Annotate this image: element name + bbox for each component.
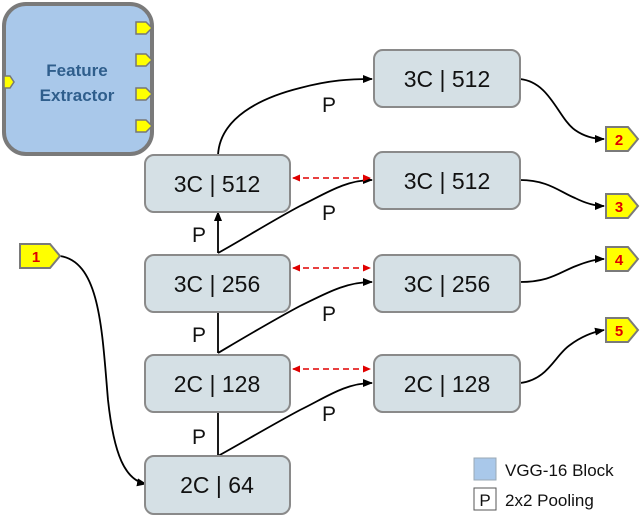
output-arrow-5 (519, 327, 605, 384)
pool-label: P (192, 224, 206, 247)
fe-input-port (3, 75, 15, 89)
feature-extractor-line2: Extractor (40, 86, 115, 105)
block-r-3c-512-a: 3C | 512 (373, 151, 521, 210)
block-label: 3C | 512 (404, 168, 491, 194)
fe-output-port (135, 21, 154, 35)
input-arrow (59, 255, 147, 487)
feature-extractor-line1: Feature (46, 61, 107, 80)
block-label: 2C | 128 (404, 371, 491, 397)
pool-curve-128-r256 (217, 278, 373, 354)
port-1: 1 (19, 243, 62, 269)
block-label: 2C | 128 (174, 371, 261, 397)
port-4: 4 (605, 246, 640, 272)
fe-output-port (135, 53, 154, 67)
output-arrow-3 (519, 179, 605, 210)
port-label: 3 (615, 199, 623, 216)
port-3: 3 (605, 193, 640, 219)
legend-vgg-label: VGG-16 Block (505, 461, 614, 480)
legend-vgg-swatch (473, 457, 497, 481)
port-5: 5 (605, 317, 640, 343)
pool-label: P (192, 324, 206, 347)
block-label: 3C | 512 (174, 171, 261, 197)
pool-curve-256-r512 (217, 176, 373, 254)
pool-label: P (322, 202, 336, 225)
pool-curve-512-r512 (217, 75, 373, 156)
block-r-3c-256: 3C | 256 (373, 254, 521, 313)
legend: VGG-16 Block P 2x2 Pooling (473, 457, 614, 511)
legend-pool-symbol: P (479, 491, 490, 510)
block-label: 3C | 256 (174, 271, 261, 297)
block-label: 3C | 256 (404, 271, 491, 297)
port-label: 1 (32, 249, 40, 266)
pool-label: P (322, 303, 336, 326)
fe-output-port (135, 119, 154, 133)
connections (59, 75, 605, 487)
feature-extractor: Feature Extractor (2, 2, 154, 156)
port-label: 5 (615, 323, 623, 340)
port-label: 2 (615, 132, 623, 149)
block-3c-512: 3C | 512 (144, 154, 291, 213)
port-label: 4 (615, 252, 624, 269)
pool-label: P (192, 426, 206, 449)
block-label: 2C | 64 (180, 472, 254, 498)
legend-pool-label: 2x2 Pooling (505, 491, 594, 510)
block-2c-64: 2C | 64 (144, 455, 291, 515)
block-3c-256: 3C | 256 (144, 254, 291, 313)
block-r-3c-512-b: 3C | 512 (373, 49, 521, 108)
block-r-2c-128: 2C | 128 (373, 354, 521, 413)
block-label: 3C | 512 (404, 66, 491, 92)
port-2: 2 (605, 126, 640, 152)
pool-labels: P P P P P P P (192, 94, 336, 449)
pool-label: P (322, 403, 336, 426)
legend-pool-swatch (473, 487, 497, 511)
block-2c-128: 2C | 128 (144, 354, 291, 413)
pool-curve-64-r128 (217, 379, 373, 457)
output-arrow-4 (519, 255, 605, 283)
pool-label: P (322, 94, 336, 117)
fe-output-port (135, 87, 154, 101)
output-arrow-2 (519, 78, 605, 143)
